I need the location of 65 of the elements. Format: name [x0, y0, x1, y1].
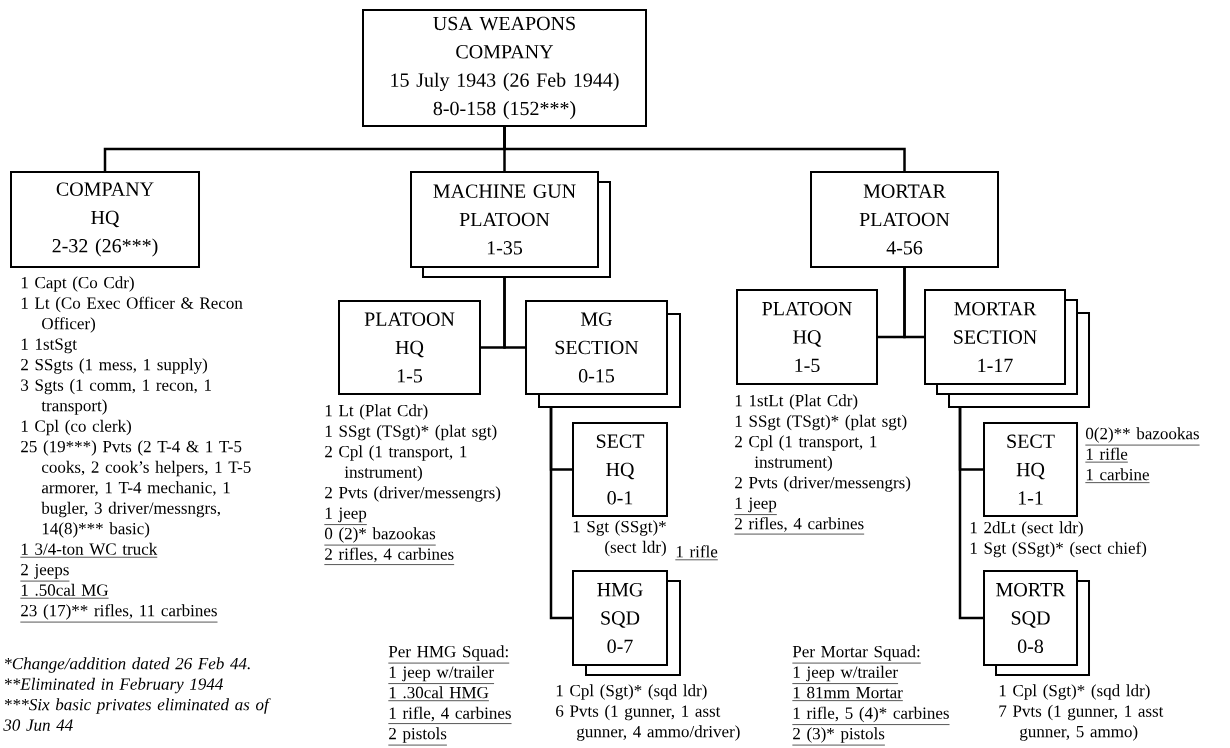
equipment-entry: 1 jeep: [324, 507, 368, 525]
personnel-entry: 2 SSgts (1 mess, 1 supply): [21, 358, 208, 374]
squad-equipment-note: 2 pistols: [388, 727, 448, 746]
stacked-unit-box: MORTAR SECTION 1-17: [924, 289, 1090, 408]
equipment-entry: 1 rifle: [675, 545, 719, 561]
personnel-entry: 1 1stLt (Plat Cdr): [735, 394, 858, 410]
unit-box: SECT HQ 0-1: [572, 422, 668, 517]
connector-line: [903, 267, 925, 339]
stacked-unit-box: MORTR SQD 0-8: [983, 570, 1090, 676]
personnel-entry: 2 Pvts (driver/messengrs): [735, 476, 911, 492]
footnote: *Change/addition dated 26 Feb 44.: [5, 657, 250, 673]
connector-line: [503, 277, 526, 349]
squad-equipment-note: 2 (3)* pistols: [792, 727, 886, 746]
unit-box: SECT HQ 1-1: [983, 422, 1078, 517]
unit-box: COMPANY HQ 2-32 (26***): [10, 171, 200, 268]
unit-box: USA WEAPONS COMPANY 15 July 1943 (26 Feb 1944) 8-0-158 (152***): [362, 9, 647, 127]
stacked-unit-box: MG SECTION 0-15: [525, 300, 681, 408]
personnel-entry: 6 Pvts (1 gunner, 1 asst gunner, 4 ammo/driver): [556, 704, 740, 741]
personnel-entry: 2 Cpl (1 transport, 1 instrument): [325, 445, 467, 482]
personnel-entry: 2 Pvts (driver/messengrs): [325, 486, 501, 502]
equipment-entry: 1 carbine: [1085, 468, 1150, 483]
equipment-entry: 2 jeeps: [20, 563, 70, 582]
personnel-entry: 7 Pvts (1 gunner, 1 asst gunner, 5 ammo): [999, 704, 1164, 741]
personnel-entry: 1 Cpl (co clerk): [21, 419, 131, 436]
personnel-entry: 1 Capt (Co Cdr): [21, 276, 134, 292]
squad-equipment-note: 1 jeep w/trailer: [388, 665, 495, 684]
personnel-entry: 1 1stSgt: [21, 338, 77, 354]
equipment-entry: 0(2)** bazookas: [1085, 427, 1200, 446]
equipment-entry: 1 3/4-ton WC truck: [20, 542, 158, 558]
personnel-entry: 3 Sgts (1 comm, 1 recon, 1 transport): [21, 378, 211, 415]
unit-box: PLATOON HQ 1-5: [736, 289, 878, 385]
personnel-entry: 1 Sgt (SSgt)* (sect chief): [970, 541, 1147, 558]
unit-box: PLATOON HQ 1-5: [338, 300, 481, 395]
personnel-entry: 1 Cpl (Sgt)* (sqd ldr): [999, 684, 1150, 700]
personnel-entry: 1 Lt (Plat Cdr): [325, 404, 428, 420]
personnel-entry: 2 Cpl (1 transport, 1 instrument): [735, 435, 877, 472]
unit-box: MORTAR PLATOON 4-56: [810, 171, 999, 268]
personnel-entry: 1 Cpl (Sgt)* (sqd ldr): [556, 684, 707, 700]
squad-equipment-note: Per Mortar Squad:: [792, 645, 922, 664]
squad-equipment-note: 1 81mm Mortar: [792, 686, 904, 701]
connector-line: [958, 407, 984, 620]
squad-equipment-note: 1 jeep w/trailer: [792, 665, 899, 684]
squad-equipment-note: 1 rifle, 5 (4)* carbines: [792, 706, 950, 725]
equipment-entry: 1 .50cal MG: [20, 583, 109, 599]
equipment-entry: 2 rifles, 4 carbines: [734, 517, 865, 535]
stacked-unit-box: HMG SQD 0-7: [572, 570, 681, 676]
equipment-entry: 0 (2)* bazookas: [324, 527, 437, 546]
personnel-entry: 1 Sgt (SSgt)* (sect ldr): [573, 520, 666, 557]
equipment-entry: 1 rifle: [1085, 447, 1129, 463]
squad-equipment-note: 1 rifle, 4 carbines: [388, 706, 512, 724]
personnel-entry: 1 SSgt (TSgt)* (plat sgt): [325, 424, 497, 441]
connector-line: [549, 407, 573, 620]
personnel-entry: 1 Lt (Co Exec Officer & Recon Officer): [21, 296, 243, 333]
stacked-unit-box: MACHINE GUN PLATOON 1-35: [410, 171, 611, 278]
personnel-entry: 25 (19***) Pvts (2 T-4 & 1 T-5 cooks, 2 cook’s helpers, 1 T-5 armorer, 1 T-4 mechanic, 1 bugler, 3 driver/messngrs, 14(8)*** basic): [21, 440, 251, 538]
footnote: **Eliminated in February 1944: [5, 677, 223, 694]
footnote: ***Six basic privates eliminated as of 30 Jun 44: [3, 698, 271, 731]
personnel-entry: 1 2dLt (sect ldr): [970, 521, 1083, 537]
connector-line: [503, 126, 906, 172]
equipment-entry: 1 jeep: [734, 497, 778, 515]
equipment-entry: 23 (17)** rifles, 11 carbines: [20, 604, 218, 623]
equipment-entry: 2 rifles, 4 carbines: [324, 547, 455, 565]
squad-equipment-note: 1 .30cal HMG: [388, 686, 490, 702]
personnel-entry: 1 SSgt (TSgt)* (plat sgt): [735, 414, 907, 431]
squad-equipment-note: Per HMG Squad:: [388, 645, 510, 664]
